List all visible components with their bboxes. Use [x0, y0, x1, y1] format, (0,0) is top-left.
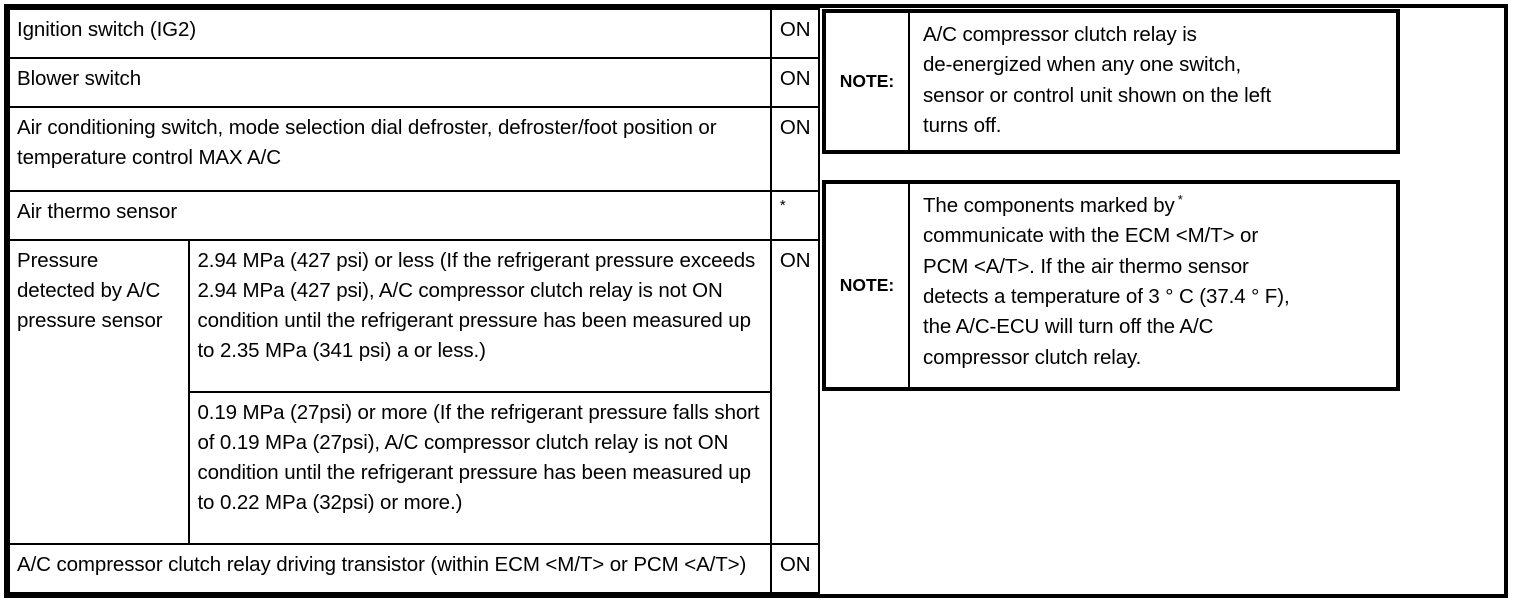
detail-line: 0.19 MPa (27psi) or more (If the refrige… [197, 400, 583, 424]
table-row: Blower switch ON [8, 57, 821, 109]
detail-line: compressor clutch relay is not ON condit… [197, 278, 723, 332]
note-line: The components marked by [923, 194, 1175, 217]
row-state-air-thermo-sensor: * [769, 189, 821, 241]
table-row: A/C compressor clutch relay driving tran… [8, 542, 821, 595]
detail-line: 2.35 MPa (341 psi) a or less.) [219, 339, 486, 363]
detail-line: pressure exceeds 2.94 MPa (427 psi), A/C [197, 248, 756, 302]
row-item-air-thermo-sensor: Air thermo sensor [8, 189, 772, 241]
row-state-pressure-sensor: ON [769, 238, 821, 545]
note-label: NOTE: [826, 184, 910, 387]
row-state-air-conditioning-switch: ON [769, 106, 821, 192]
table-row: Pressure detected by A/C pressure sensor… [7, 238, 821, 545]
note-label: NOTE: [826, 13, 910, 150]
detail-line: compressor clutch relay is not ON condit… [197, 430, 729, 485]
row-state-driving-transistor: ON [769, 542, 821, 595]
note-body: The components marked by* communicate wi… [910, 184, 1396, 387]
note-body: A/C compressor clutch relay is de-energi… [910, 13, 1396, 150]
operating-conditions-table: Ignition switch (IG2) ON Blower switch O… [7, 7, 821, 595]
row-item-ignition-switch: Ignition switch (IG2) [8, 7, 772, 60]
note-line: turns off. [923, 113, 1002, 137]
row-state-ignition-switch: ON [769, 7, 821, 60]
row-state-blower-switch: ON [769, 57, 821, 109]
detail-line: pressure falls short of 0.19 MPa (27psi)… [197, 400, 760, 454]
row-item-driving-transistor: A/C compressor clutch relay driving tran… [8, 542, 772, 595]
table-row: Ignition switch (IG2) ON [8, 7, 821, 60]
note-line: the A/C-ECU will turn off the A/C [923, 315, 1214, 339]
note-box-asterisk-components: NOTE: The components marked by* communic… [822, 180, 1400, 391]
note-box-relay-deenergized: NOTE: A/C compressor clutch relay is de-… [822, 9, 1400, 154]
row-item-pressure-sensor: Pressure detected by A/C pressure sensor [7, 238, 191, 545]
note-line-with-marker: The components marked by* [923, 191, 1386, 221]
row-detail-pressure-upper: 2.94 MPa (427 psi) or less (If the refri… [188, 238, 772, 393]
row-detail-pressure-lower: 0.19 MPa (27psi) or more (If the refrige… [188, 390, 772, 545]
detail-line: the refrigerant pressure has been measur… [197, 309, 751, 363]
table-row: Air thermo sensor * [8, 189, 821, 241]
row-item-blower-switch: Blower switch [8, 57, 772, 109]
detail-line: 0.22 MPa (32psi) or more.) [219, 491, 463, 515]
page-outer-frame [4, 4, 1508, 598]
detail-line: 2.94 MPa (427 psi) or less (If the refri… [197, 248, 590, 272]
detail-line: the refrigerant pressure has been measur… [197, 461, 751, 515]
asterisk-marker: * [1177, 192, 1183, 208]
note-line: PCM <A/T>. If the air thermo sensor [923, 254, 1249, 278]
note-line: communicate with the ECM <M/T> or [923, 224, 1259, 248]
note-line: de-energized when any one switch, [923, 53, 1242, 77]
note-line: A/C compressor clutch relay is [923, 23, 1197, 46]
note-line: compressor clutch relay. [923, 345, 1142, 369]
note-line: detects a temperature of 3 ° C (37.4 ° F… [923, 284, 1290, 308]
table-row: 0.19 MPa (27psi) or more (If the refrige… [9, 390, 819, 545]
table-row: Air conditioning switch, mode selection … [8, 106, 821, 192]
row-item-air-conditioning-switch: Air conditioning switch, mode selection … [8, 106, 772, 192]
note-line: sensor or control unit shown on the left [923, 83, 1272, 107]
